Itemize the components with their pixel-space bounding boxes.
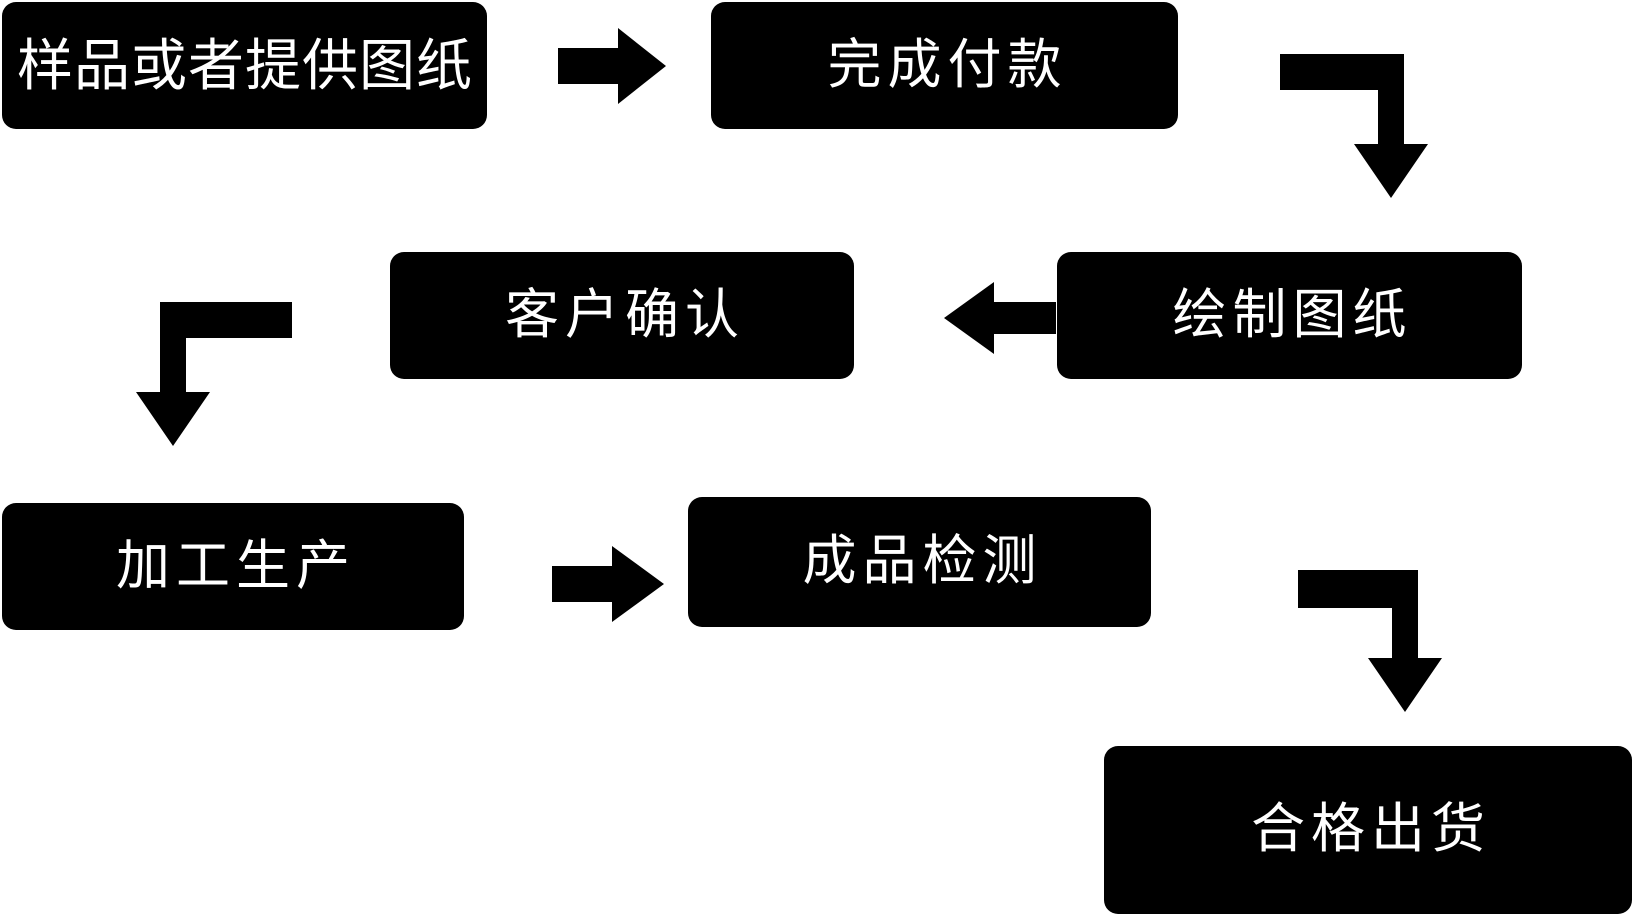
node-production[interactable]: 加工生产: [2, 503, 464, 630]
node-complete-payment-label: 完成付款: [827, 34, 1068, 95]
arrow-left-icon-draw-to-confirm: [938, 278, 1062, 358]
node-final-inspection-label: 成品检测: [802, 531, 1043, 592]
node-final-inspection[interactable]: 成品检测: [688, 497, 1151, 627]
node-production-label: 加工生产: [116, 535, 356, 596]
node-qualified-shipment-label: 合格出货: [1251, 799, 1491, 860]
arrow-elbow-left-down-icon-confirm-to-production: [128, 288, 300, 452]
node-qualified-shipment[interactable]: 合格出货: [1104, 746, 1632, 914]
arrow-right-icon-sample-to-payment: [552, 24, 672, 108]
arrow-right-icon-production-to-inspection: [546, 542, 670, 626]
arrow-elbow-right-down-icon-payment-to-draw: [1272, 46, 1442, 206]
node-customer-confirm-label: 客户确认: [505, 284, 745, 345]
node-complete-payment[interactable]: 完成付款: [711, 2, 1178, 129]
node-draw-drawing[interactable]: 绘制图纸: [1057, 252, 1522, 379]
node-draw-drawing-label: 绘制图纸: [1172, 284, 1413, 345]
node-customer-confirm[interactable]: 客户确认: [390, 252, 854, 379]
node-sample-or-drawing-label: 样品或者提供图纸: [17, 33, 473, 97]
arrow-elbow-right-down-icon-inspection-to-shipment: [1290, 562, 1460, 718]
node-sample-or-drawing[interactable]: 样品或者提供图纸: [2, 2, 487, 129]
